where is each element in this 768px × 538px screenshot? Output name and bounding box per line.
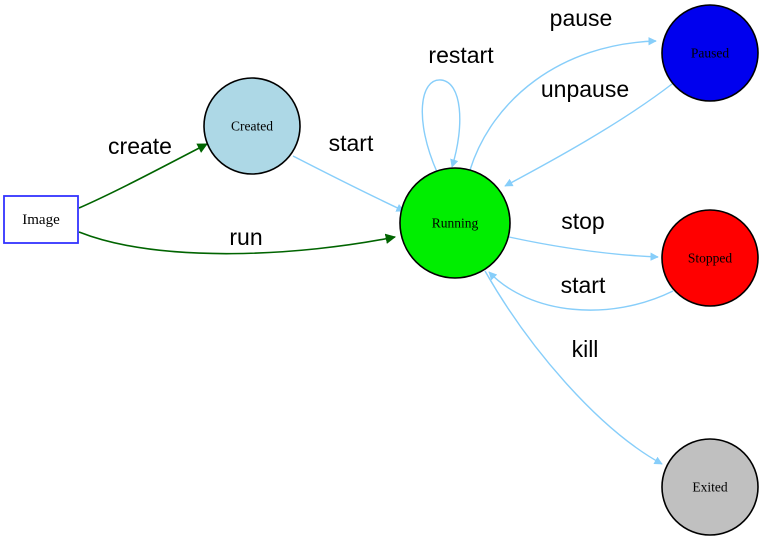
node-paused-shape[interactable]	[661, 4, 759, 102]
edge-label-stop: stop	[561, 208, 604, 234]
node-running-label: Running	[432, 216, 479, 231]
edges-layer	[78, 37, 674, 465]
node-running-shape[interactable]	[399, 167, 511, 279]
edge-start2-path	[488, 271, 674, 311]
node-created[interactable]: Created	[203, 77, 301, 175]
edge-create-path	[78, 143, 208, 209]
node-stopped-shape[interactable]	[661, 209, 759, 307]
edge-label-kill: kill	[572, 336, 599, 362]
edge-label-create: create	[108, 133, 172, 159]
edge-run-path	[78, 231, 397, 255]
node-paused[interactable]: Paused	[661, 4, 759, 102]
node-image-label: Image	[22, 212, 60, 228]
edge-restart-path	[421, 79, 461, 173]
nodes-layer: Image Created Running Paused Stopped Exi	[3, 4, 759, 536]
edge-label-start-2: start	[561, 272, 606, 298]
node-paused-label: Paused	[691, 46, 729, 61]
node-image-shape[interactable]	[3, 195, 79, 244]
edge-pause-path	[469, 37, 657, 171]
node-stopped-label: Stopped	[688, 251, 733, 266]
edge-kill-path	[484, 270, 663, 465]
edge-start1-path	[292, 155, 405, 212]
node-created-shape[interactable]	[203, 77, 301, 175]
edge-label-restart: restart	[428, 42, 494, 68]
node-created-label: Created	[231, 119, 273, 134]
edge-label-run: run	[229, 224, 262, 250]
node-exited[interactable]: Exited	[661, 438, 759, 536]
edge-label-start: start	[329, 130, 374, 156]
edge-label-pause: pause	[550, 5, 613, 31]
node-running[interactable]: Running	[399, 167, 511, 279]
node-stopped[interactable]: Stopped	[661, 209, 759, 307]
edge-label-unpause: unpause	[541, 76, 629, 102]
edge-unpause-path	[504, 83, 673, 187]
edge-labels-layer: create run start restart pause unpause s…	[108, 5, 629, 362]
edge-stop-path	[508, 236, 659, 261]
node-image[interactable]: Image	[3, 195, 79, 244]
node-exited-label: Exited	[692, 480, 727, 495]
node-exited-shape[interactable]	[661, 438, 759, 536]
